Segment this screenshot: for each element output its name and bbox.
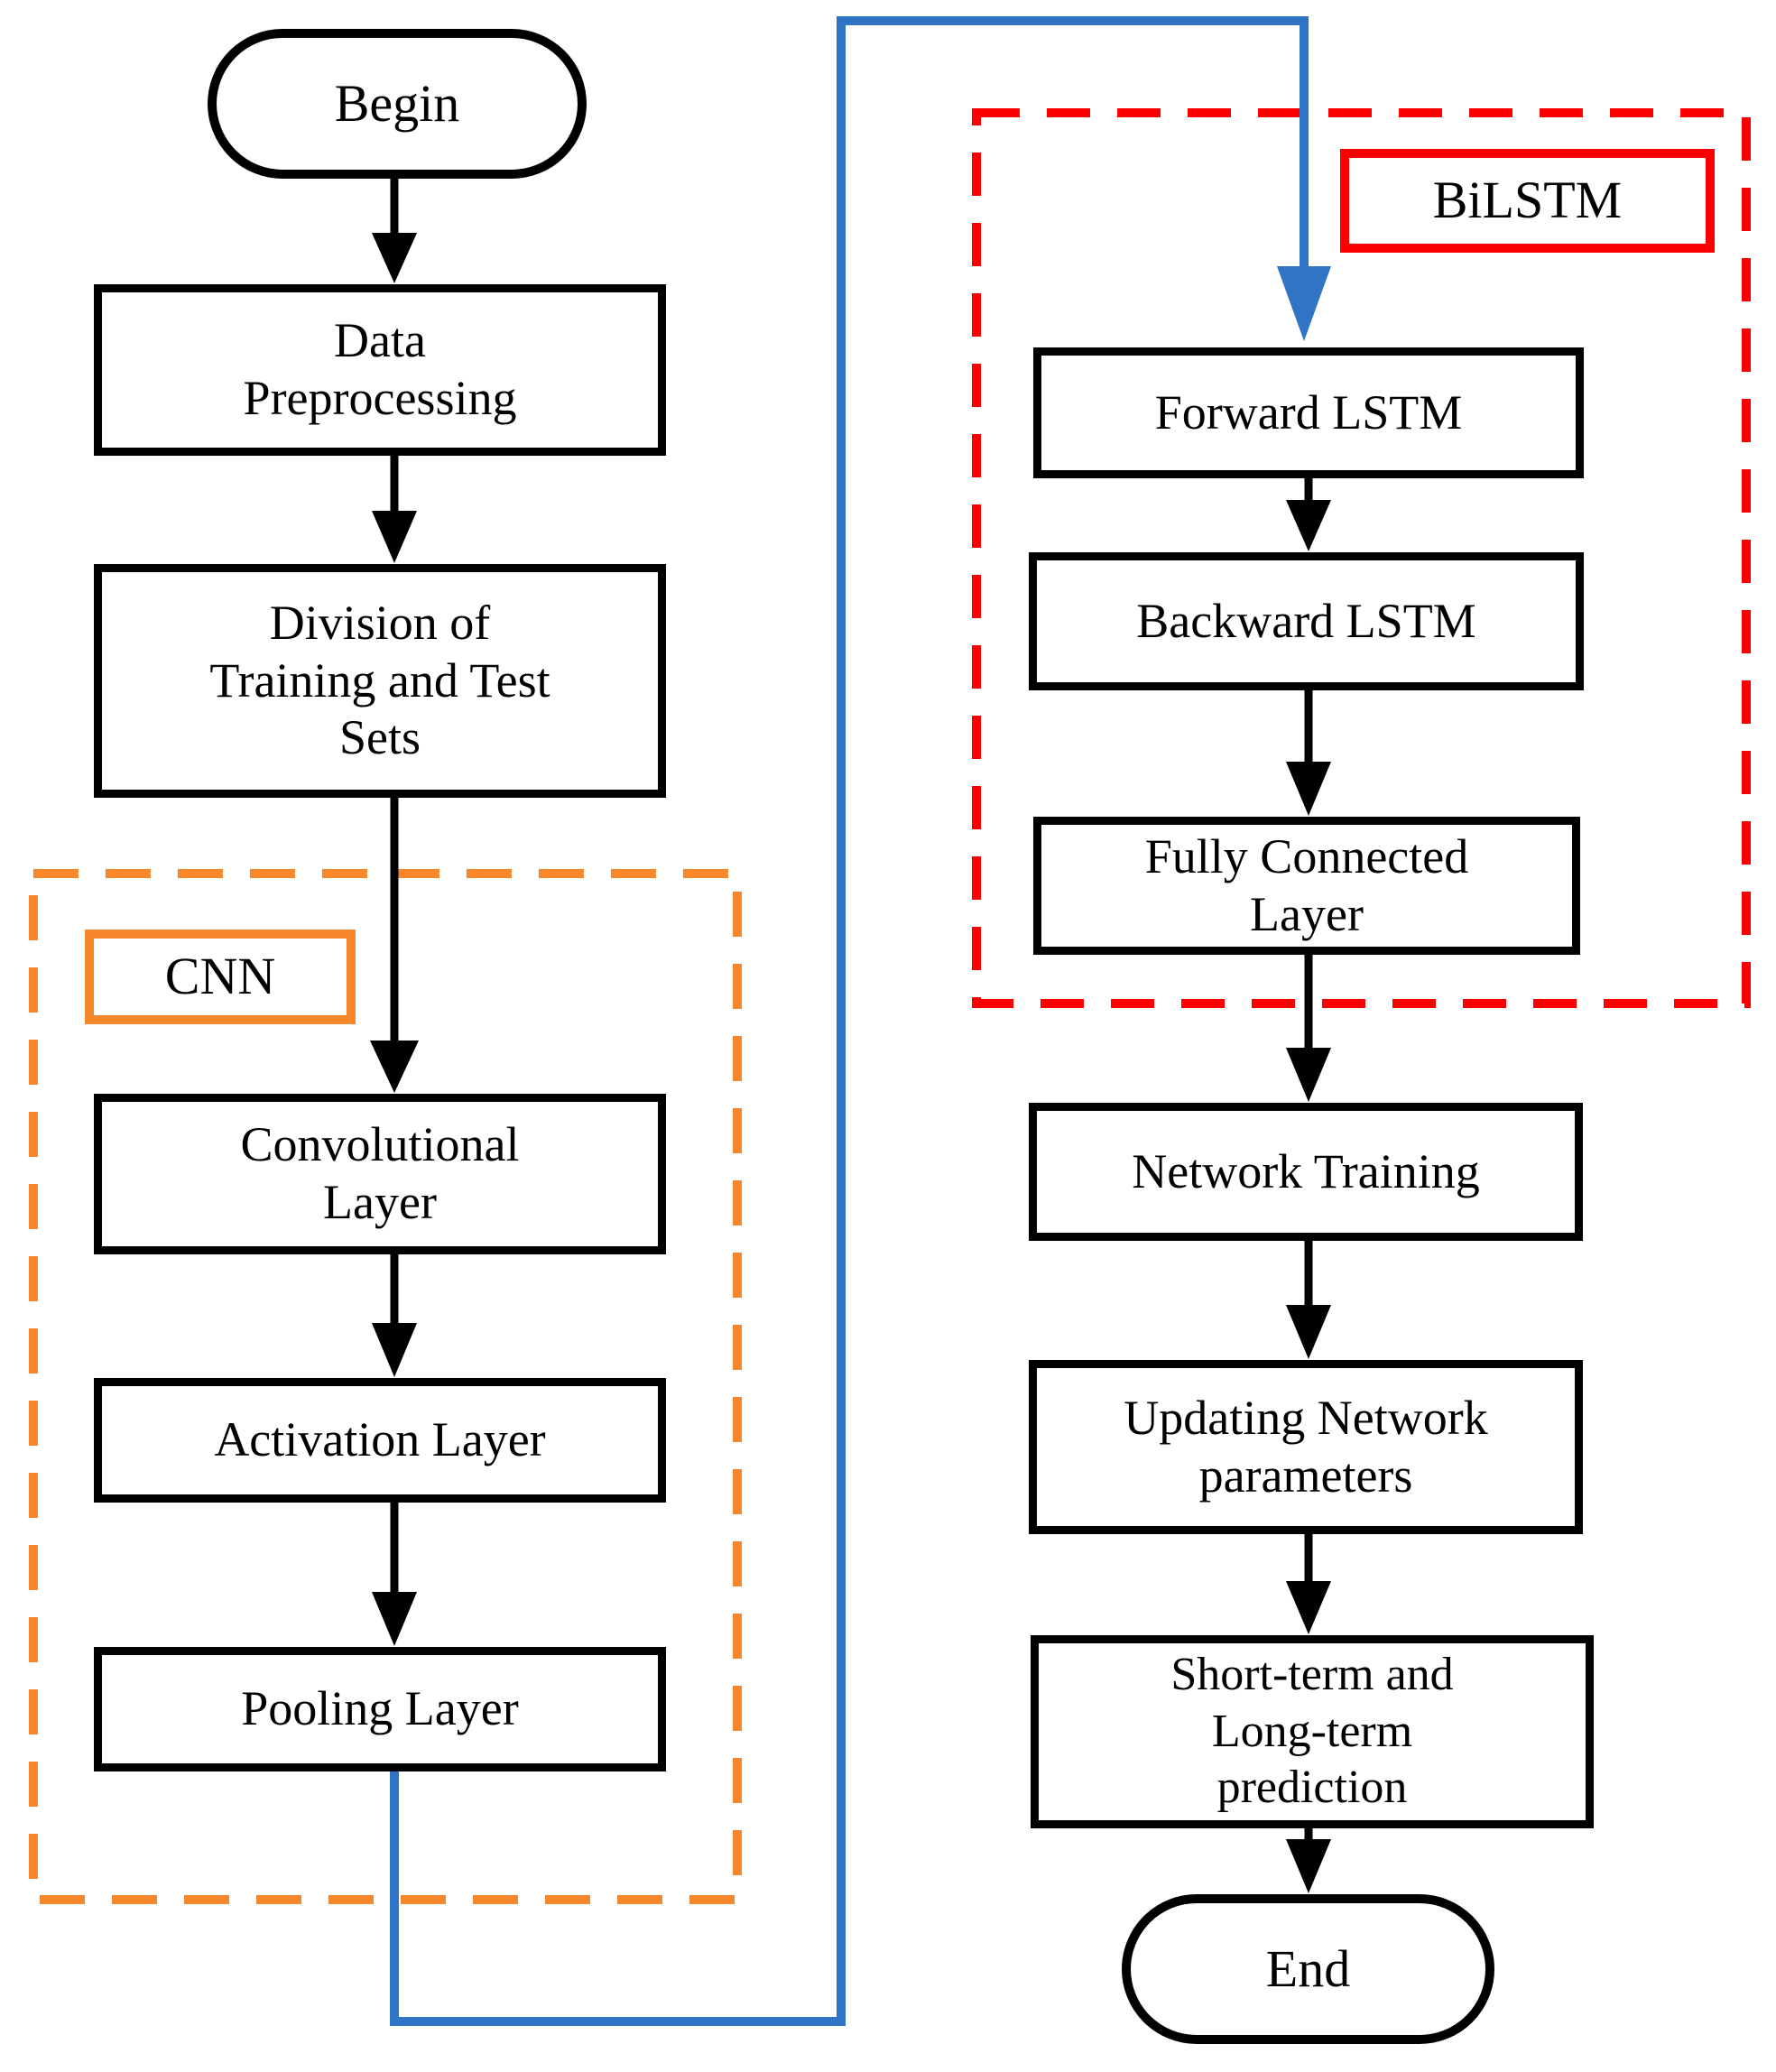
arrow-prediction-to-end-head xyxy=(1286,1839,1331,1893)
arrow-fc-to-training-head xyxy=(1286,1048,1331,1102)
arrow-updating-to-prediction-head xyxy=(1286,1581,1331,1634)
arrow-begin-to-data-head xyxy=(372,233,417,283)
backward-lstm-step: Backward LSTM xyxy=(1029,552,1584,690)
division-train-test-step: Division of Training and Test Sets xyxy=(94,564,666,798)
forward-lstm-step: Forward LSTM xyxy=(1033,347,1584,478)
arrow-data-to-division-head xyxy=(372,511,417,563)
data-preprocessing-step: Data Preprocessing xyxy=(94,284,666,456)
arrow-backward-to-fc-head xyxy=(1286,762,1331,816)
end-terminal: End xyxy=(1122,1894,1494,2044)
cnn-region-label: CNN xyxy=(85,930,356,1024)
cnn-to-bilstm-connector-arrowhead xyxy=(1277,266,1331,341)
convolutional-layer-step: Convolutional Layer xyxy=(94,1094,666,1254)
arrow-training-to-updating-head xyxy=(1286,1305,1331,1359)
begin-terminal: Begin xyxy=(208,29,587,179)
arrow-conv-to-activation-head xyxy=(372,1323,417,1377)
network-training-step: Network Training xyxy=(1029,1103,1583,1241)
bilstm-region-label: BiLSTM xyxy=(1340,149,1715,253)
arrow-activation-to-pooling-head xyxy=(372,1592,417,1646)
arrow-division-to-conv-head xyxy=(370,1041,419,1093)
prediction-step: Short-term and Long-term prediction xyxy=(1031,1635,1594,1828)
arrow-forward-to-backward-head xyxy=(1286,500,1331,551)
activation-layer-step: Activation Layer xyxy=(94,1378,666,1503)
fully-connected-layer-step: Fully Connected Layer xyxy=(1033,817,1580,955)
pooling-layer-step: Pooling Layer xyxy=(94,1647,666,1771)
updating-parameters-step: Updating Network parameters xyxy=(1029,1360,1583,1534)
